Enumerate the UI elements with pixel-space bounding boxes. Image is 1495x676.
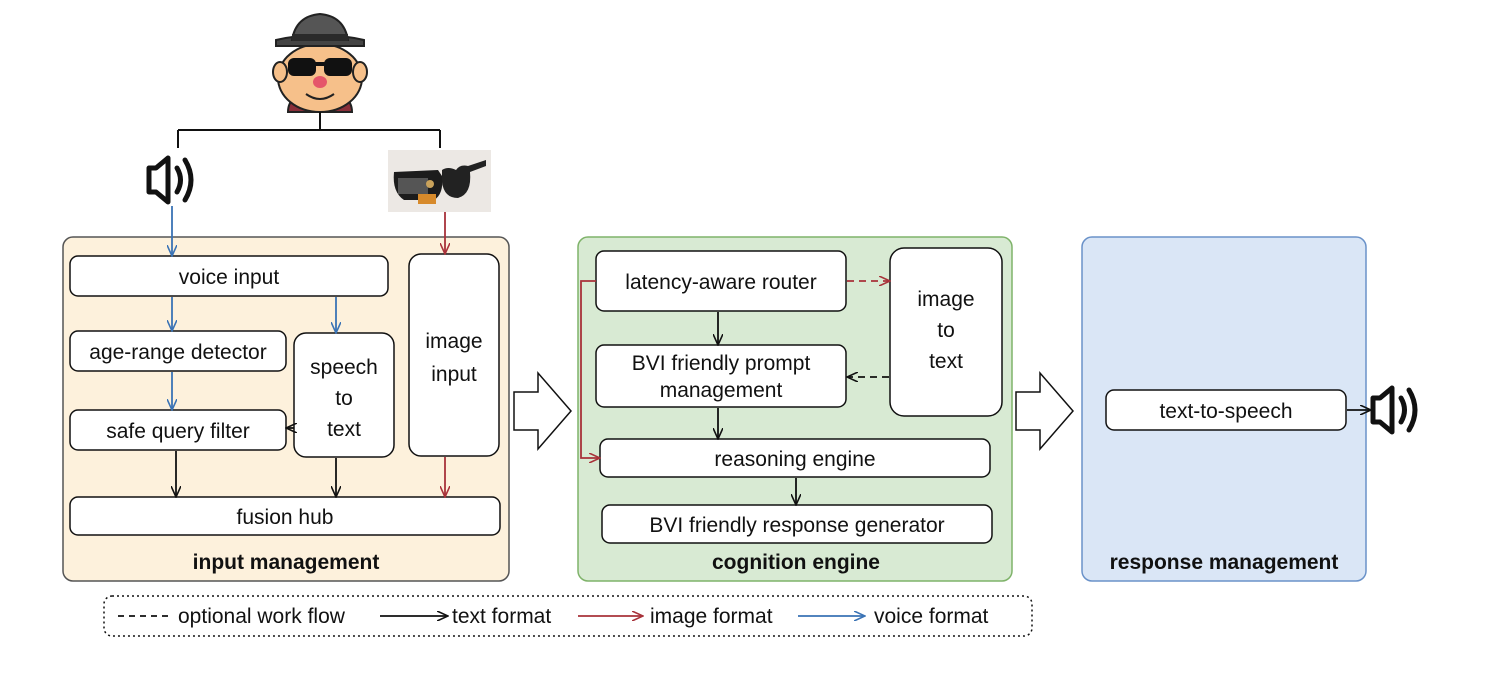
legend-text-label: text format — [452, 605, 551, 628]
prompt-management-label-line2: management — [660, 379, 783, 402]
legend-image-label: image format — [650, 605, 773, 628]
latency-aware-router-label: latency-aware router — [625, 271, 816, 294]
flow-arrow-cognition-to-response — [1015, 370, 1074, 452]
image-to-text-box: image to text — [889, 247, 1003, 417]
reasoning-engine-box: reasoning engine — [599, 438, 991, 478]
legend-optional-label: optional work flow — [178, 605, 346, 628]
reasoning-engine-label: reasoning engine — [714, 448, 875, 471]
text-to-speech-label: text-to-speech — [1159, 400, 1292, 423]
user-branch-lines — [177, 112, 441, 148]
response-management-title: response management — [1110, 551, 1339, 574]
response-generator-box: BVI friendly response generator — [601, 504, 993, 544]
speech-to-text-label-line3: text — [327, 418, 361, 441]
user-spy-avatar-icon — [272, 12, 368, 113]
speech-to-text-label-line1: speech — [310, 356, 378, 379]
image-to-text-label-line3: text — [929, 350, 963, 373]
speaker-icon — [146, 155, 194, 205]
arrow-router-to-reasoning-engine — [580, 280, 599, 458]
flow-arrow-input-to-cognition — [513, 370, 572, 452]
voice-input-box: voice input — [69, 255, 389, 297]
image-input-label-line2: input — [431, 363, 477, 386]
legend-voice-label: voice format — [874, 605, 989, 628]
speech-to-text-box: speech to text — [293, 332, 395, 458]
fusion-hub-label: fusion hub — [237, 506, 334, 529]
voice-input-label: voice input — [179, 266, 280, 289]
safe-query-filter-label: safe query filter — [106, 420, 250, 443]
input-management-title: input management — [193, 551, 380, 574]
image-to-text-label-line2: to — [937, 319, 955, 342]
legend: optional work flow text format image for… — [103, 595, 1033, 637]
speaker-icon — [1370, 385, 1418, 435]
prompt-management-label-line1: BVI friendly prompt — [632, 352, 811, 375]
text-to-speech-box: text-to-speech — [1105, 389, 1347, 431]
image-to-text-label-line1: image — [917, 288, 974, 311]
image-input-box: image input — [408, 253, 500, 457]
fusion-hub-box: fusion hub — [69, 496, 501, 536]
smart-glasses-camera-icon — [388, 150, 491, 212]
latency-aware-router-box: latency-aware router — [595, 250, 847, 312]
age-range-detector-label: age-range detector — [89, 341, 266, 364]
prompt-management-box: BVI friendly prompt management — [595, 344, 847, 408]
cognition-engine-title: cognition engine — [712, 551, 880, 574]
safe-query-filter-box: safe query filter — [69, 409, 287, 451]
age-range-detector-box: age-range detector — [69, 330, 287, 372]
response-generator-label: BVI friendly response generator — [649, 514, 944, 537]
speech-to-text-label-line2: to — [335, 387, 353, 410]
image-input-label-line1: image — [425, 330, 482, 353]
